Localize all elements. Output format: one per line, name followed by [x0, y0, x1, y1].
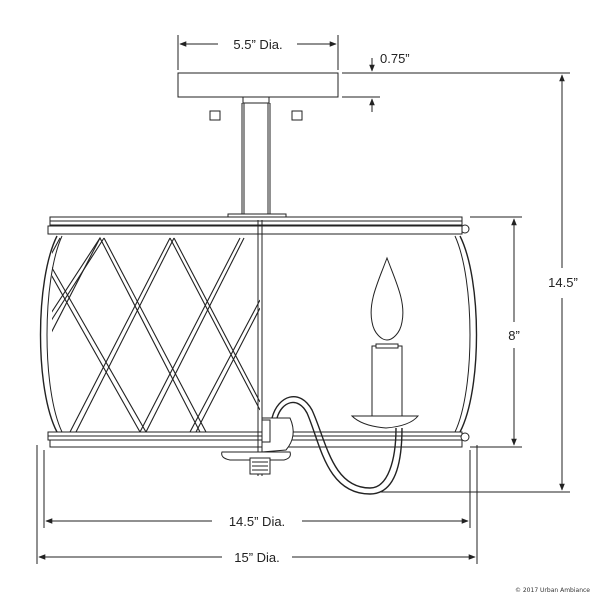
- cage-left-bow: [39, 235, 63, 433]
- canopy-diameter-label: 5.5” Dia.: [233, 37, 282, 52]
- top-rail: [47, 213, 470, 235]
- copyright-notice: © 2017 Urban Ambiance: [514, 587, 590, 594]
- bottom-rail: [47, 431, 470, 448]
- cage-right-bow: [454, 235, 478, 433]
- ceiling-canopy: [177, 72, 339, 121]
- candle-arm: [271, 396, 403, 495]
- cage-lattice: [52, 236, 260, 432]
- dimension-shade-diameter: 14.5” Dia.: [43, 450, 471, 530]
- canopy-height-label: 0.75”: [380, 51, 410, 66]
- dimension-canopy-diameter: 5.5” Dia.: [177, 35, 339, 70]
- dimension-overall-diameter: 15” Dia.: [36, 445, 478, 566]
- overall-height-label: 14.5”: [548, 275, 578, 290]
- shade-height-label: 8”: [508, 328, 520, 343]
- down-rod: [241, 96, 271, 216]
- dimension-overall-height: 14.5”: [342, 72, 580, 493]
- center-hub: [221, 220, 294, 476]
- dimension-canopy-height: 0.75”: [342, 50, 412, 112]
- candle: [350, 256, 420, 429]
- overall-diameter-label: 15” Dia.: [234, 550, 280, 565]
- dimension-shade-height: 8”: [470, 216, 522, 448]
- shade-diameter-label: 14.5” Dia.: [229, 514, 285, 529]
